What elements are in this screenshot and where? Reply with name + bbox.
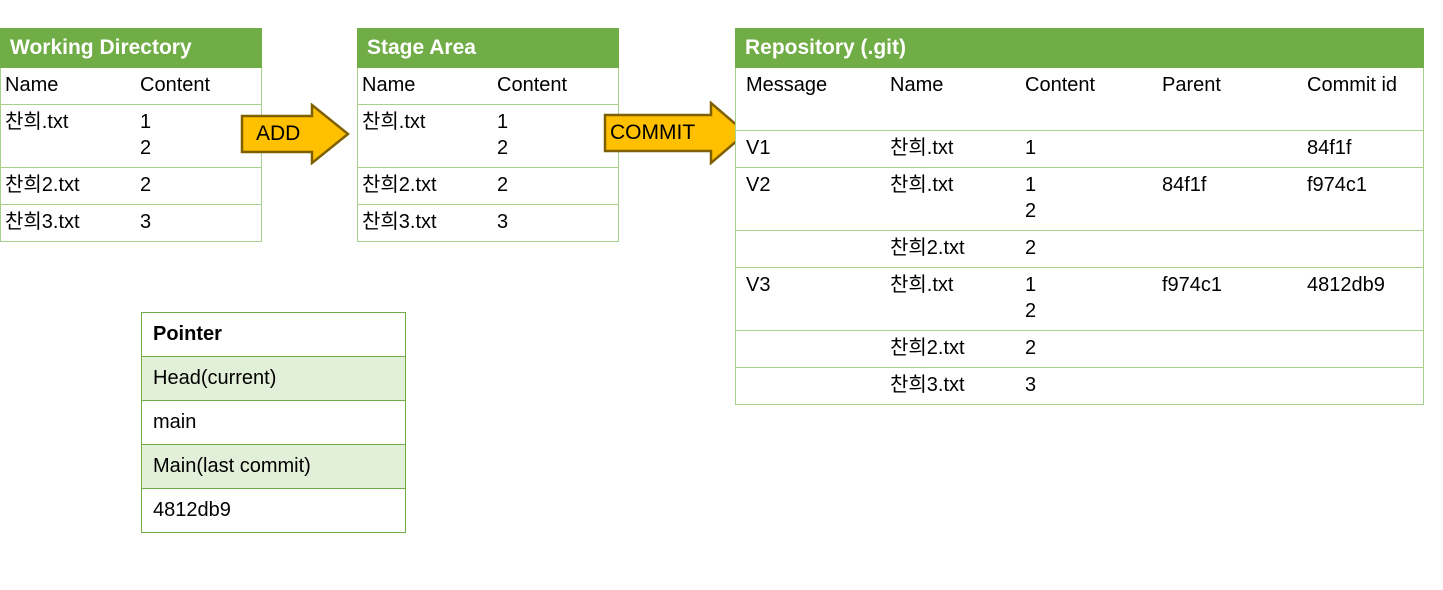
column-header-message: Message — [746, 74, 828, 96]
table-row: 찬희2.txt 2 — [1, 167, 261, 204]
cell-file-content: 1 2 — [497, 111, 509, 159]
cell-message — [736, 231, 886, 267]
pointer-table: Pointer Head(current) main Main(last com… — [141, 312, 406, 533]
cell-parent — [1158, 368, 1303, 404]
column-header-commit-id: Commit id — [1307, 74, 1398, 96]
cell-content: 1 2 — [1025, 174, 1037, 222]
cell-file-content: 3 — [140, 211, 152, 233]
column-header-content: Content — [140, 74, 211, 96]
cell-file-name: 찬희.txt — [890, 137, 954, 159]
table-row: 찬희3.txt 3 — [736, 367, 1423, 404]
table-row: 찬희2.txt 2 — [358, 167, 618, 204]
working-directory-title: Working Directory — [0, 28, 262, 68]
cell-file-name: 찬희3.txt — [362, 211, 437, 233]
cell-parent: 84f1f — [1162, 174, 1207, 196]
cell-content: 3 — [1025, 374, 1037, 396]
cell-commit-id — [1303, 231, 1423, 267]
cell-file-name: 찬희.txt — [5, 111, 69, 133]
column-header-parent: Parent — [1162, 74, 1221, 96]
stage-area-panel: Stage Area Name Content 찬희.txt 1 2 찬희2.t… — [357, 28, 619, 242]
table-row: 찬희3.txt 3 — [1, 204, 261, 241]
cell-file-name: 찬희.txt — [890, 174, 954, 196]
cell-commit-id: 4812db9 — [1307, 274, 1385, 296]
table-row: 찬희3.txt 3 — [358, 204, 618, 241]
add-arrow: ADD — [240, 103, 350, 165]
table-row: 찬희2.txt 2 — [736, 230, 1423, 267]
cell-file-name: 찬희.txt — [890, 274, 954, 296]
table-header-row: Message Name Content Parent Commit id — [736, 68, 1423, 130]
working-directory-table: Name Content 찬희.txt 1 2 찬희2.txt 2 찬희3.tx… — [0, 68, 262, 242]
repository-panel: Repository (.git) Message Name Content P… — [735, 28, 1424, 405]
working-directory-panel: Working Directory Name Content 찬희.txt 1 … — [0, 28, 262, 242]
cell-commit-id — [1303, 331, 1423, 367]
column-header-content: Content — [1025, 74, 1096, 96]
pointer-row-main-last-commit: Main(last commit) — [142, 445, 405, 489]
cell-file-content: 3 — [497, 211, 509, 233]
cell-content: 1 2 — [1025, 274, 1037, 322]
table-row: 찬희2.txt 2 — [736, 330, 1423, 367]
column-header-name: Name — [362, 74, 416, 96]
repository-title: Repository (.git) — [735, 28, 1424, 68]
pointer-row-head-current: Head(current) — [142, 357, 405, 401]
cell-commit-id: f974c1 — [1307, 174, 1368, 196]
cell-parent — [1158, 131, 1303, 167]
cell-message — [736, 368, 886, 404]
cell-file-name: 찬희2.txt — [890, 237, 965, 259]
cell-file-content: 2 — [497, 174, 509, 196]
column-header-name: Name — [890, 74, 944, 96]
cell-content: 1 — [1025, 137, 1037, 159]
pointer-title: Pointer — [142, 313, 405, 357]
cell-file-name: 찬희.txt — [362, 111, 426, 133]
cell-message: V3 — [746, 274, 771, 296]
cell-file-name: 찬희2.txt — [362, 174, 437, 196]
stage-area-table: Name Content 찬희.txt 1 2 찬희2.txt 2 찬희3.tx… — [357, 68, 619, 242]
table-row: 찬희.txt 1 2 — [1, 104, 261, 167]
pointer-row-branch-name: main — [142, 401, 405, 445]
table-header-row: Name Content — [358, 68, 618, 104]
cell-content: 2 — [1025, 337, 1037, 359]
cell-parent — [1158, 231, 1303, 267]
right-block-arrow-icon — [603, 101, 748, 165]
table-header-row: Name Content — [1, 68, 261, 104]
cell-commit-id: 84f1f — [1307, 137, 1352, 159]
cell-content: 2 — [1025, 237, 1037, 259]
cell-file-name: 찬희2.txt — [890, 337, 965, 359]
cell-file-content: 1 2 — [140, 111, 152, 159]
cell-file-name: 찬희3.txt — [890, 374, 965, 396]
cell-parent — [1158, 331, 1303, 367]
cell-message: V1 — [746, 137, 771, 159]
pointer-panel: Pointer Head(current) main Main(last com… — [141, 312, 406, 533]
add-arrow-label: ADD — [256, 122, 301, 145]
column-header-content: Content — [497, 74, 568, 96]
table-row: V1 찬희.txt 1 84f1f — [736, 130, 1423, 167]
commit-arrow: COMMIT — [603, 101, 748, 165]
cell-parent: f974c1 — [1162, 274, 1223, 296]
cell-message: V2 — [746, 174, 771, 196]
cell-message — [736, 331, 886, 367]
table-row: V2 찬희.txt 1 2 84f1f f974c1 — [736, 167, 1423, 230]
stage-area-title: Stage Area — [357, 28, 619, 68]
column-header-name: Name — [5, 74, 59, 96]
commit-arrow-label: COMMIT — [610, 121, 696, 144]
pointer-row-commit-hash: 4812db9 — [153, 499, 231, 521]
cell-commit-id — [1303, 368, 1423, 404]
cell-file-name: 찬희3.txt — [5, 211, 80, 233]
repository-table: Message Name Content Parent Commit id V1… — [735, 68, 1424, 405]
cell-file-name: 찬희2.txt — [5, 174, 80, 196]
table-row: V3 찬희.txt 1 2 f974c1 4812db9 — [736, 267, 1423, 330]
right-block-arrow-icon — [240, 103, 350, 165]
table-row: 찬희.txt 1 2 — [358, 104, 618, 167]
cell-file-content: 2 — [140, 174, 152, 196]
